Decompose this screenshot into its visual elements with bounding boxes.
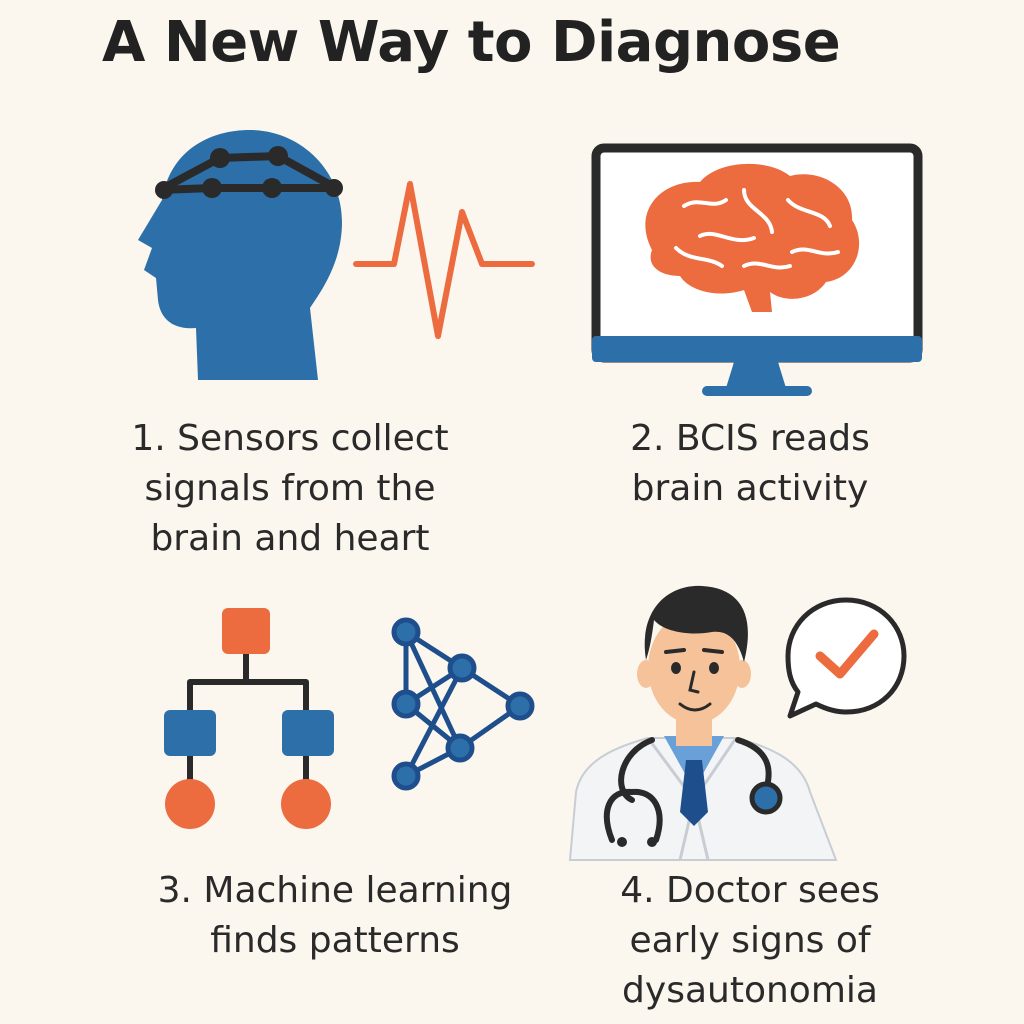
monitor-brain-icon	[591, 143, 923, 396]
heartbeat-signal-icon	[353, 181, 535, 339]
step-4-caption: 4. Doctor sees early signs of dysautonom…	[560, 866, 940, 1016]
step-2-caption-line: 2. BCIS reads	[630, 418, 870, 459]
step-1-caption-line: signals from the	[144, 468, 436, 509]
checkmark-speech-bubble-icon	[785, 597, 907, 719]
neural-network-icon	[391, 617, 535, 791]
step-4-caption-line: 4. Doctor sees	[620, 870, 880, 911]
step-1-caption: 1. Sensors collect signals from the brai…	[80, 414, 500, 564]
page-title: A New Way to Diagnose	[102, 10, 841, 75]
step-2-caption-line: brain activity	[631, 468, 869, 509]
sensor-head-icon	[138, 130, 343, 380]
step-2-caption: 2. BCIS reads brain activity	[560, 414, 940, 514]
step-1-caption-line: 1. Sensors collect	[131, 418, 449, 459]
step-4-caption-line: early signs of	[629, 920, 871, 961]
step-1-caption-line: brain and heart	[150, 518, 430, 559]
step-3-caption-line: 3. Machine learning	[157, 870, 513, 911]
decision-tree-icon	[164, 608, 334, 829]
step-4-caption-line: dysautonomia	[622, 970, 878, 1011]
step-3-caption-line: finds patterns	[210, 920, 460, 961]
doctor-icon	[568, 585, 838, 861]
step-3-caption: 3. Machine learning finds patterns	[110, 866, 560, 966]
